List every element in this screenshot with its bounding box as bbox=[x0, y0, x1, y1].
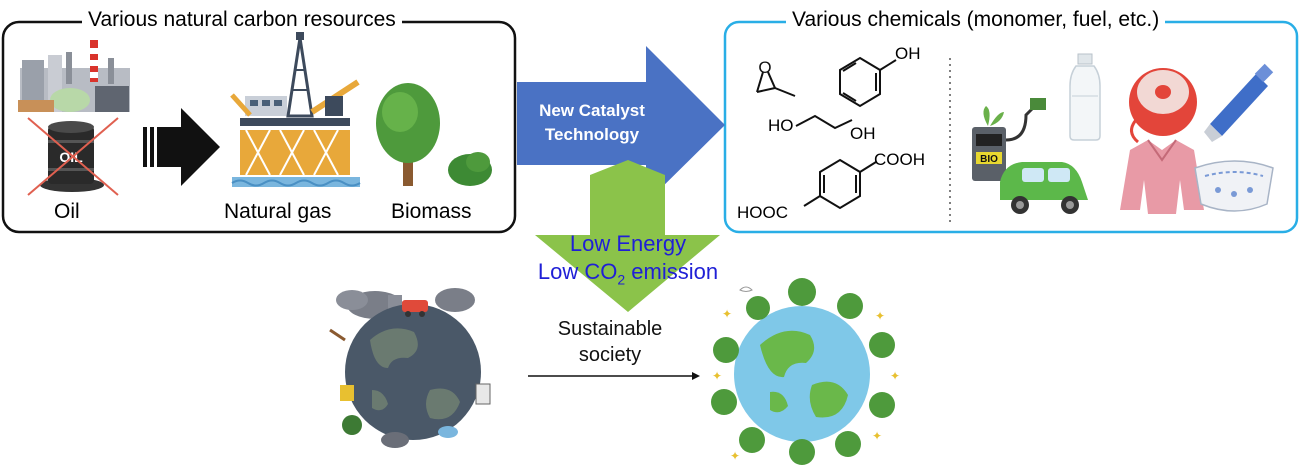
jacket-icon bbox=[1120, 139, 1204, 214]
catalyst-label: New Catalyst Technology bbox=[522, 99, 662, 147]
natural-gas-label: Natural gas bbox=[224, 200, 332, 223]
svg-text:✦: ✦ bbox=[712, 369, 722, 383]
gas-platform-icon bbox=[230, 32, 361, 187]
terephthalic-acid-molecule bbox=[803, 158, 877, 210]
propylene-oxide-molecule bbox=[756, 71, 796, 97]
oil-label: Oil bbox=[54, 200, 80, 223]
diaper-icon bbox=[1194, 160, 1274, 212]
phenol-molecule bbox=[839, 56, 897, 108]
bio-tank-label: BIO bbox=[980, 154, 998, 165]
goal-line2-suffix: emission bbox=[625, 259, 719, 284]
goal-line1: Low Energy bbox=[569, 231, 687, 256]
glycol-ho-label: HO bbox=[768, 116, 794, 135]
goal-line2-sub: 2 bbox=[617, 271, 626, 288]
svg-text:✦: ✦ bbox=[722, 307, 732, 321]
goal-arrow bbox=[535, 160, 720, 312]
wire-spool-icon bbox=[1129, 68, 1197, 144]
plastic-bottle-icon bbox=[1069, 53, 1101, 141]
society-arrow-head bbox=[692, 372, 700, 380]
svg-text:✦: ✦ bbox=[890, 369, 900, 383]
svg-text:✦: ✦ bbox=[875, 309, 885, 323]
bio-fuel-pump-icon: BIO bbox=[972, 98, 1046, 181]
phenol-oh-label: OH bbox=[895, 44, 921, 63]
green-car-icon bbox=[1000, 162, 1088, 214]
society-label: Sustainable society bbox=[540, 316, 680, 368]
biomass-tree-icon bbox=[376, 83, 492, 186]
terephthalic-hooc-label: HOOC bbox=[737, 203, 788, 222]
polluted-earth-icon bbox=[329, 288, 491, 448]
oil-drum-icon: OIL bbox=[27, 117, 119, 196]
chemicals-box-title: Various chemicals (monomer, fuel, etc.) bbox=[786, 8, 1166, 32]
biomass-label: Biomass bbox=[391, 200, 472, 223]
factory-icon bbox=[18, 40, 130, 112]
goal-line2: Low CO2 emission bbox=[498, 258, 758, 293]
svg-text:✦: ✦ bbox=[872, 429, 882, 443]
society-line1: Sustainable bbox=[557, 318, 663, 340]
ethylene-glycol-molecule bbox=[795, 114, 853, 130]
catalyst-arrow bbox=[517, 46, 725, 203]
resources-box-title: Various natural carbon resources bbox=[82, 8, 402, 32]
terephthalic-cooh-label: COOH bbox=[874, 150, 925, 169]
society-line2: society bbox=[578, 344, 642, 366]
catalyst-label-line1: New Catalyst bbox=[539, 101, 645, 120]
glycol-oh-label: OH bbox=[850, 124, 876, 143]
glue-tube-icon bbox=[1204, 63, 1274, 142]
goal-label: Low Energy Low CO2 emission bbox=[498, 230, 758, 293]
svg-text:✦: ✦ bbox=[730, 449, 740, 463]
healthy-earth-icon: ✦ ✦ ✦ ✦ ✦ ✦ bbox=[711, 278, 900, 465]
catalyst-label-line2: Technology bbox=[544, 125, 640, 144]
goal-line2-prefix: Low CO bbox=[537, 259, 618, 284]
replacement-arrow bbox=[143, 108, 220, 186]
epoxide-oxygen: O bbox=[758, 58, 771, 77]
